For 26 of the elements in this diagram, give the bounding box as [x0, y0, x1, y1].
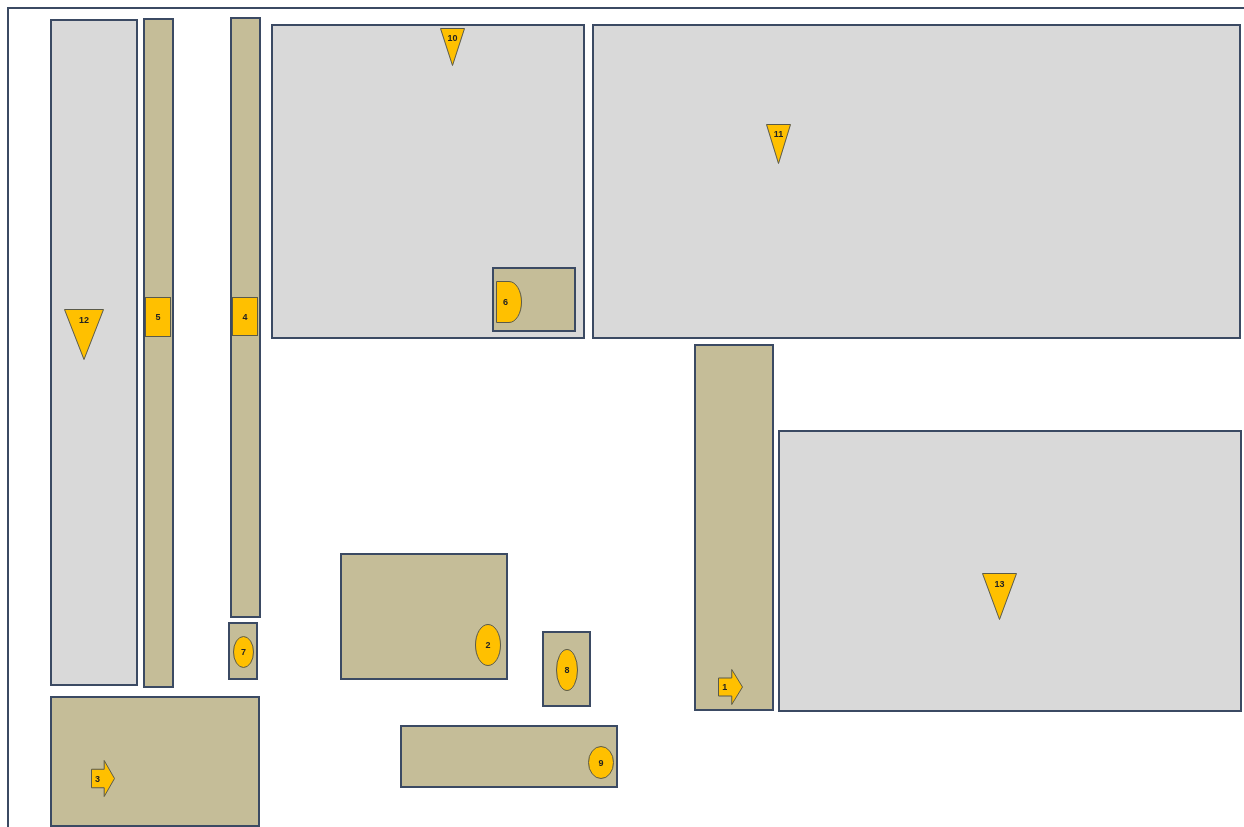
room-area	[592, 24, 1241, 339]
callout-number: 1	[721, 682, 729, 692]
furniture-area	[542, 631, 591, 707]
furniture-area	[492, 267, 576, 332]
furniture-area	[230, 17, 261, 618]
furniture-area	[694, 344, 774, 711]
callout-number: 11	[772, 128, 785, 139]
furniture-area	[400, 725, 618, 788]
callout-number: 5	[154, 312, 162, 322]
callout-number: 9	[597, 757, 605, 768]
callout-number: 3	[94, 773, 102, 784]
room-area	[778, 430, 1242, 712]
furniture-area	[340, 553, 508, 680]
room-area	[50, 19, 138, 686]
callout-number: 7	[240, 647, 247, 657]
callout-number: 6	[502, 297, 510, 307]
furniture-area	[143, 18, 174, 688]
room-area	[271, 24, 585, 339]
furniture-area	[50, 696, 260, 827]
callout-number: 8	[563, 665, 571, 675]
callout-number: 4	[241, 311, 249, 322]
callout-number: 2	[484, 640, 492, 650]
callout-number: 12	[78, 315, 90, 326]
callout-number: 13	[993, 578, 1006, 589]
callout-number: 10	[446, 32, 459, 43]
furniture-area	[228, 622, 258, 680]
